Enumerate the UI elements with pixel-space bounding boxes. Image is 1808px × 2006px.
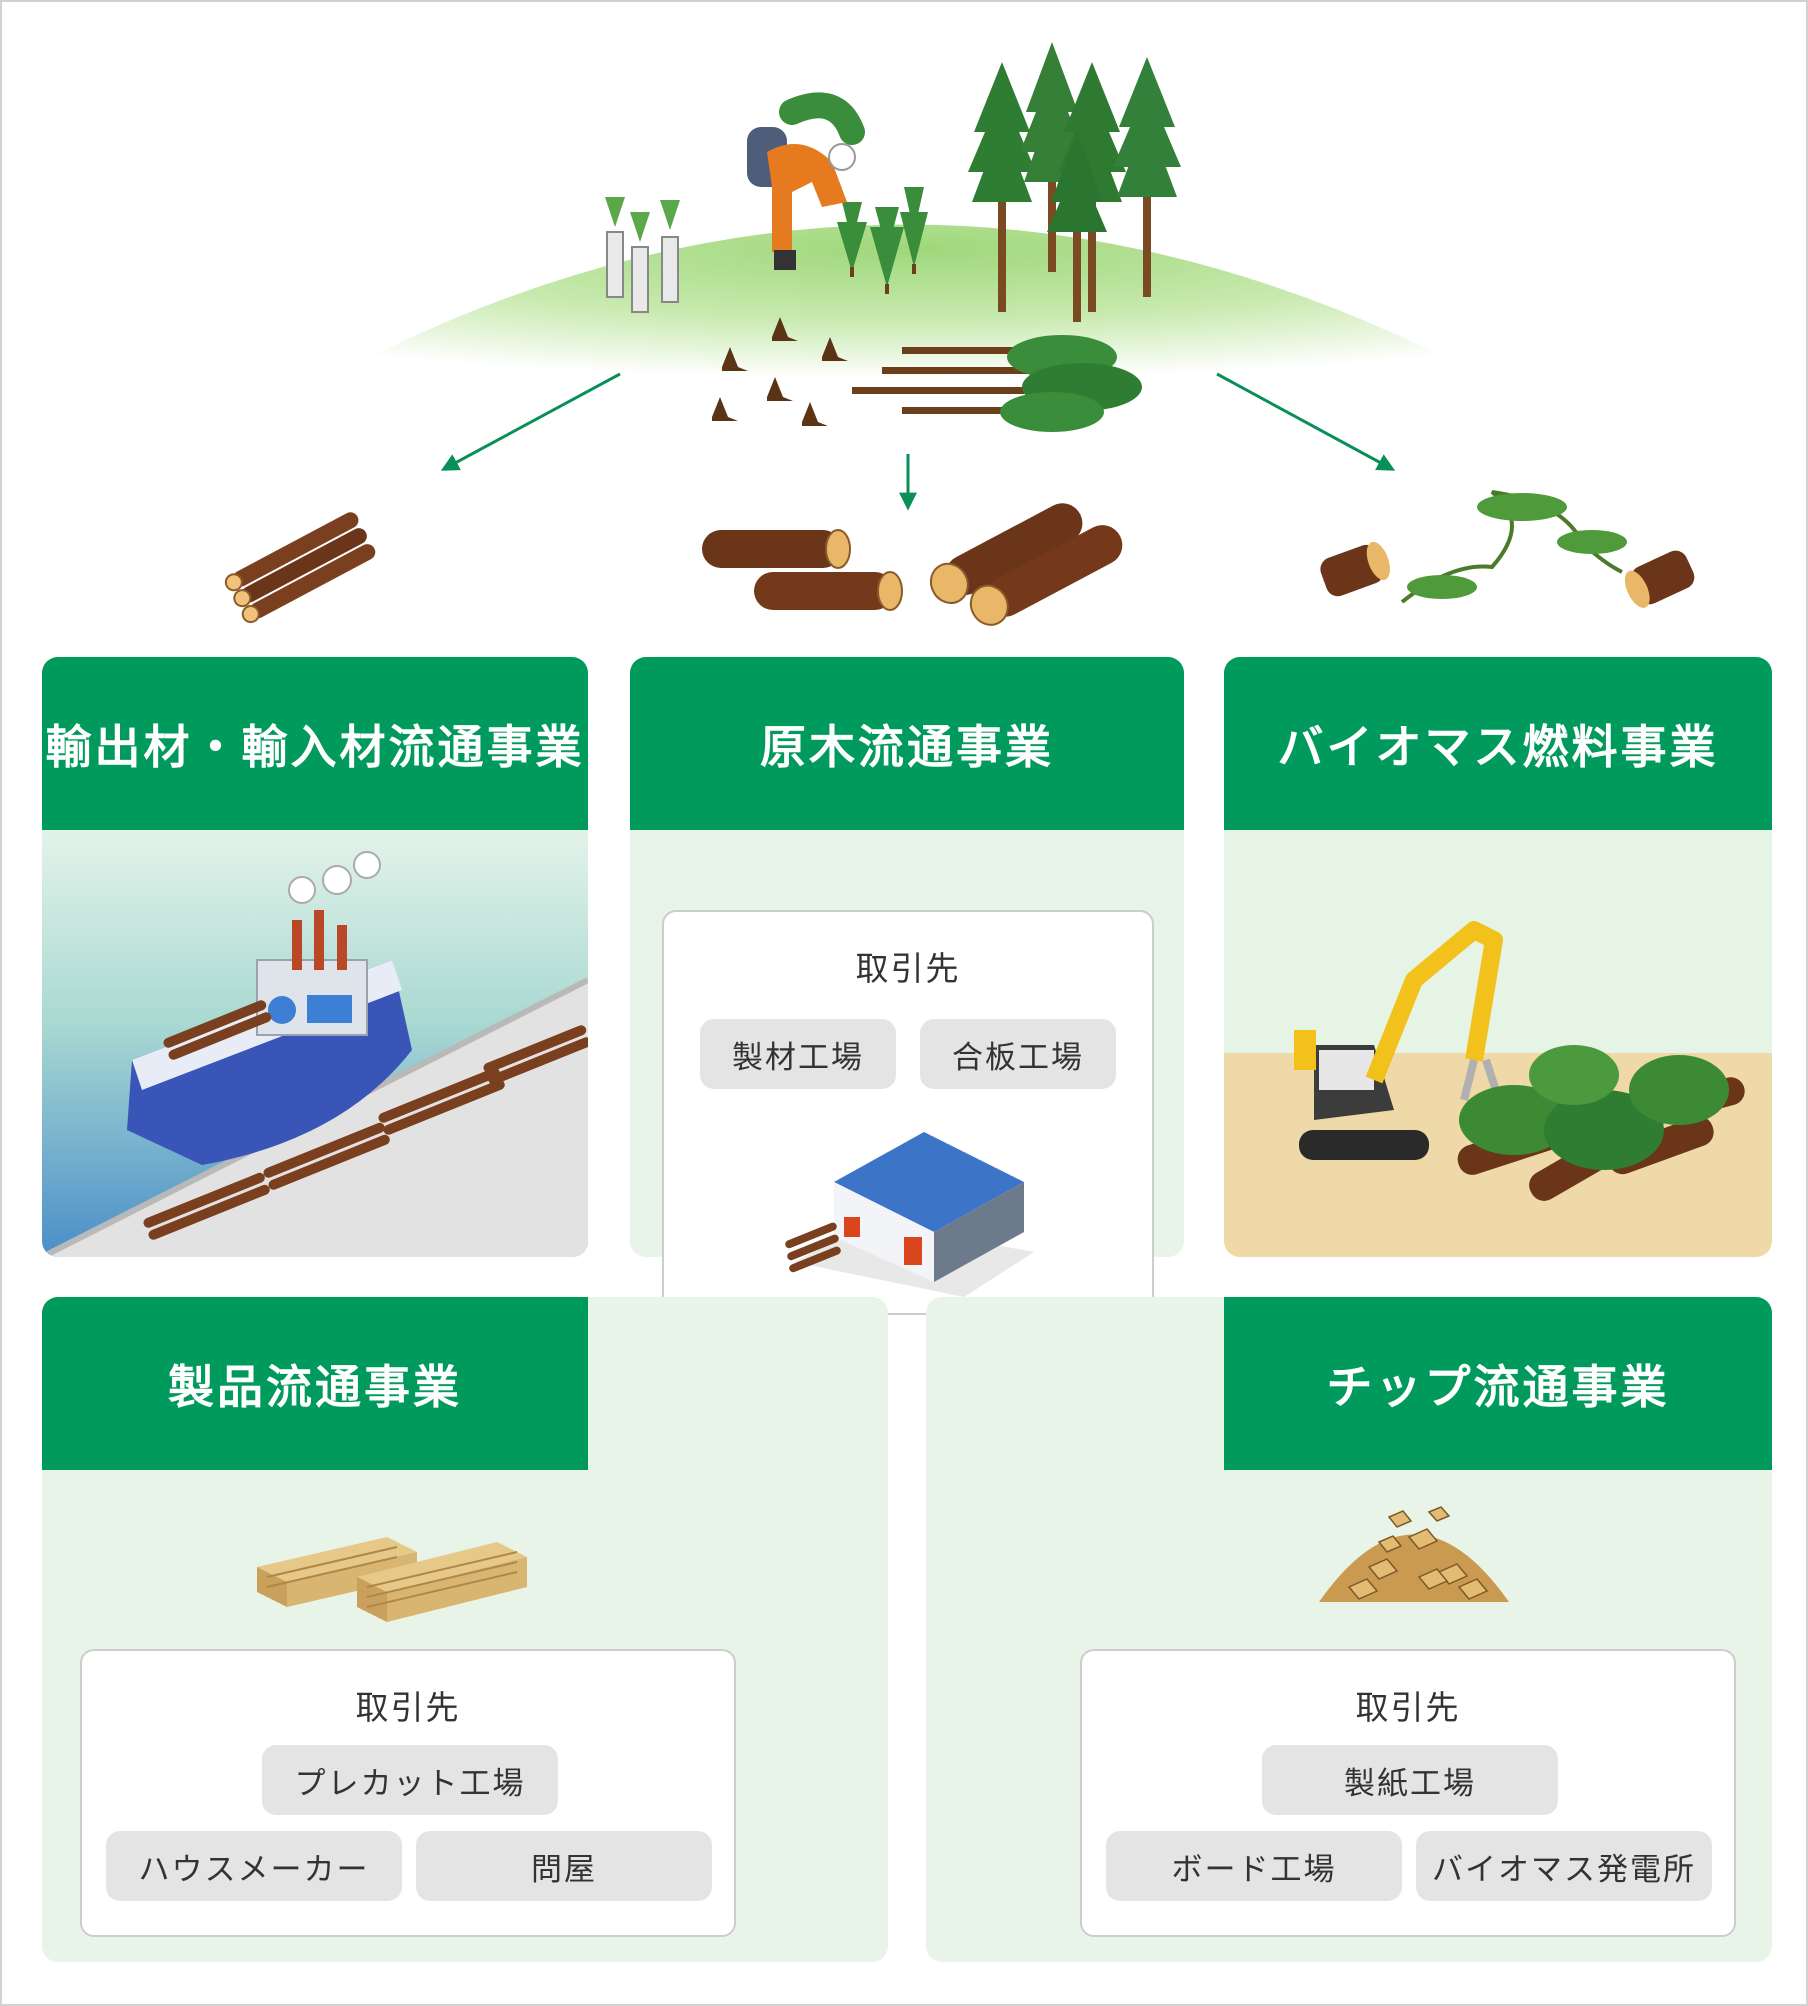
partner-chip-wholesaler: 問屋 (416, 1831, 712, 1901)
panel-products: 製品流通事業 取引先 プレカット工場 ハウスメーカー 問屋 (42, 1297, 888, 1962)
section-title-export-import: 輸出材・輸入材流通事業 (42, 657, 588, 830)
chips-partners-title: 取引先 (1082, 1681, 1734, 1729)
chips-partners-box: 取引先 製紙工場 ボード工場 バイオマス発電所 (1080, 1649, 1736, 1937)
partner-chip-plywood-factory: 合板工場 (920, 1019, 1116, 1089)
partner-chip-house-maker: ハウスメーカー (106, 1831, 402, 1901)
section-title-raw-wood: 原木流通事業 (630, 657, 1184, 830)
products-partners-title: 取引先 (82, 1681, 734, 1729)
stacked-logs-icon (223, 509, 378, 624)
lumber-icon (247, 1497, 567, 1627)
partner-chip-paper-mill: 製紙工場 (1262, 1745, 1558, 1815)
partner-chip-board-factory: ボード工場 (1106, 1831, 1402, 1901)
wood-chips-icon (1309, 1477, 1519, 1617)
panel-export-import: 輸出材・輸入材流通事業 (42, 657, 588, 1257)
raw-wood-partners-title: 取引先 (664, 942, 1152, 990)
panel-chips: チップ流通事業 取引先 製紙工場 ボード工場 バイオマス発電所 (926, 1297, 1772, 1962)
raw-wood-partners-box: 取引先 製材工場 合板工場 (662, 910, 1154, 1315)
section-title-products: 製品流通事業 (42, 1297, 588, 1470)
section-title-biomass: バイオマス燃料事業 (1224, 657, 1772, 830)
factory-icon (774, 1112, 1064, 1302)
partner-chip-biomass-power-plant: バイオマス発電所 (1416, 1831, 1712, 1901)
excavator-icon (1224, 830, 1772, 1257)
products-partners-box: 取引先 プレカット工場 ハウスメーカー 問屋 (80, 1649, 736, 1937)
partner-chip-sawmill: 製材工場 (700, 1019, 896, 1089)
panel-biomass: バイオマス燃料事業 (1224, 657, 1772, 1257)
branches-and-logs-icon (1317, 492, 1698, 612)
partner-chip-precut-factory: プレカット工場 (262, 1745, 558, 1815)
section-title-chips: チップ流通事業 (1224, 1297, 1772, 1470)
cargo-ship-icon (42, 830, 588, 1257)
raw-logs-icon (702, 485, 1129, 644)
